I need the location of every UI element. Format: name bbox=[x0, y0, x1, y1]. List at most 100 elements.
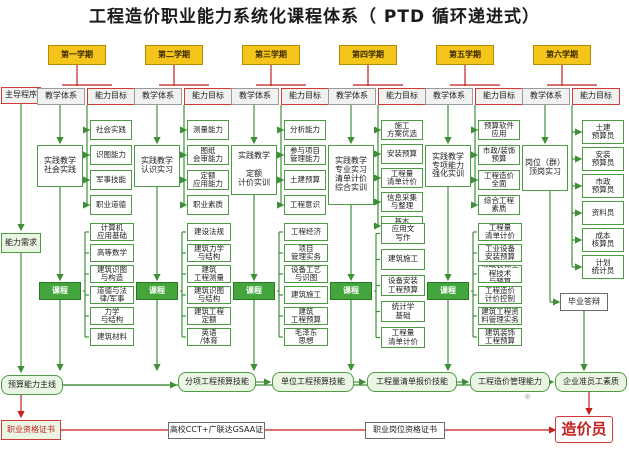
graduation-defense-box: 毕业答辩 bbox=[560, 293, 608, 311]
ability-item-5-1: 预算软件 应用 bbox=[478, 120, 520, 140]
skill-box-5: 企业准员工素质 bbox=[555, 372, 627, 392]
course-item-2-4: 建筑识图 与结构 bbox=[187, 286, 231, 304]
ability-item-3-4: 工程意识 bbox=[284, 195, 326, 215]
semester-6-label: 第六学期 bbox=[533, 45, 591, 65]
teaching-system-header-5: 教学体系 bbox=[425, 88, 473, 105]
semester-1-label: 第一学期 bbox=[48, 45, 106, 65]
ability-item-1-2: 识图能力 bbox=[90, 145, 132, 165]
ability-item-6-2: 安装 预算员 bbox=[582, 147, 624, 171]
ability-item-1-4: 职业道德 bbox=[90, 195, 132, 215]
cert-box-2: 职业岗位资格证书 bbox=[365, 422, 445, 439]
ability-item-2-3: 定额 应用能力 bbox=[187, 170, 229, 190]
course-item-5-6: 建筑装饰 工程预算 bbox=[478, 328, 522, 346]
course-item-3-6: 毛泽东 思想 bbox=[284, 328, 328, 346]
cert-box-1: 高校CCT+广联达GSAA证 bbox=[168, 422, 265, 439]
course-item-4-2: 建筑施工 bbox=[381, 249, 425, 270]
course-item-5-5: 建筑工程资 料管理实务 bbox=[478, 307, 522, 325]
practice-box-6: 岗位（群） 顶岗实习 bbox=[522, 145, 568, 191]
ability-item-6-1: 土建 预算员 bbox=[582, 120, 624, 144]
ability-item-4-4: 信息采集 与整理 bbox=[381, 192, 423, 212]
course-item-2-5: 建筑工程 定额 bbox=[187, 307, 231, 325]
course-item-1-1: 计算机 应用基础 bbox=[90, 223, 134, 241]
practice-box-5: 实践教学 专项能力 强化实训 bbox=[425, 145, 471, 187]
watermark: ⊕ bbox=[524, 392, 531, 401]
teaching-system-header-4: 教学体系 bbox=[328, 88, 376, 105]
course-item-4-4: 统计学 基础 bbox=[381, 301, 425, 322]
ability-goal-header-5: 能力目标 bbox=[475, 88, 523, 105]
ability-item-5-4: 综合工程 素质 bbox=[478, 195, 520, 215]
main-program-box: 主导程序 bbox=[1, 87, 41, 104]
ability-item-2-4: 职业素质 bbox=[187, 195, 229, 215]
semester-4-label: 第四学期 bbox=[339, 45, 397, 65]
course-item-4-1: 应用文 写作 bbox=[381, 223, 425, 244]
course-item-3-4: 建筑施工 bbox=[284, 286, 328, 304]
course-item-5-4: 工程造价 计价控制 bbox=[478, 286, 522, 304]
course-box-4: 课程 bbox=[330, 282, 372, 300]
ability-item-3-2: 参与项目 管理能力 bbox=[284, 145, 326, 165]
course-item-1-4: 道德与法 律/军事 bbox=[90, 286, 134, 304]
course-item-1-3: 建筑识图 与构造 bbox=[90, 265, 134, 283]
semester-5-label: 第五学期 bbox=[436, 45, 494, 65]
course-item-2-1: 建设法规 bbox=[187, 223, 231, 241]
teaching-system-header-3: 教学体系 bbox=[231, 88, 279, 105]
course-box-2: 课程 bbox=[136, 282, 178, 300]
course-item-3-1: 工程经济 bbox=[284, 223, 328, 241]
ability-need-box: 能力需求 bbox=[1, 233, 41, 253]
teaching-system-header-1: 教学体系 bbox=[37, 88, 85, 105]
ability-goal-header-4: 能力目标 bbox=[378, 88, 426, 105]
ability-item-6-3: 市政 预算员 bbox=[582, 174, 624, 198]
course-item-5-2: 工业设备 安装预算 bbox=[478, 244, 522, 262]
semester-2-label: 第二学期 bbox=[145, 45, 203, 65]
skill-box-3: 工程量清单报价技能 bbox=[367, 372, 457, 392]
course-item-1-2: 高等数学 bbox=[90, 244, 134, 262]
ability-item-3-1: 分析能力 bbox=[284, 120, 326, 140]
course-item-4-3: 设备安装 工程预算 bbox=[381, 275, 425, 296]
practice-box-3: 实践教学 定额 计价实训 bbox=[231, 145, 277, 195]
ability-item-4-1: 施工 方案优选 bbox=[381, 120, 423, 140]
course-item-1-6: 建筑材料 bbox=[90, 328, 134, 346]
final-cost-engineer-box: 造价员 bbox=[555, 416, 613, 443]
skill-box-4: 工程造价管理能力 bbox=[470, 372, 550, 392]
course-item-2-3: 建筑 工程测量 bbox=[187, 265, 231, 283]
ability-goal-header-2: 能力目标 bbox=[184, 88, 232, 105]
course-item-3-5: 建筑 工程预算 bbox=[284, 307, 328, 325]
teaching-system-header-2: 教学体系 bbox=[134, 88, 182, 105]
page-title: 工程造价职业能力系统化课程体系（ PTD 循环递进式） bbox=[88, 7, 540, 27]
course-item-2-6: 英语 /体育 bbox=[187, 328, 231, 346]
practice-box-1: 实践教学 社会实践 bbox=[37, 145, 83, 187]
budget-line-box: 预算能力主线 bbox=[1, 375, 63, 395]
course-box-5: 课程 bbox=[427, 282, 469, 300]
skill-box-2: 单位工程预算技能 bbox=[272, 372, 354, 392]
semester-3-label: 第三学期 bbox=[242, 45, 300, 65]
ability-item-3-3: 土建预算 bbox=[284, 170, 326, 190]
course-item-4-5: 工程量 清单计价 bbox=[381, 327, 425, 348]
ability-goal-header-3: 能力目标 bbox=[281, 88, 329, 105]
course-box-1: 课程 bbox=[39, 282, 81, 300]
ability-item-6-5: 成本 核算员 bbox=[582, 228, 624, 252]
course-item-3-3: 设备工艺 与识图 bbox=[284, 265, 328, 283]
qualification-box: 职业资格证书 bbox=[1, 420, 61, 440]
practice-box-2: 实践教学 认识实习 bbox=[134, 145, 180, 187]
ability-item-1-3: 军事技能 bbox=[90, 170, 132, 190]
ability-item-4-3: 工程量 清单计价 bbox=[381, 168, 423, 188]
ability-item-6-4: 资料员 bbox=[582, 201, 624, 225]
ability-goal-header-6: 能力目标 bbox=[572, 88, 620, 105]
course-item-5-1: 工程量 清单计价 bbox=[478, 223, 522, 241]
course-item-1-5: 力学 与结构 bbox=[90, 307, 134, 325]
course-box-3: 课程 bbox=[233, 282, 275, 300]
course-item-5-3: 市政装饰工程技术 与预算 bbox=[478, 265, 522, 283]
course-item-3-2: 项目 管理实务 bbox=[284, 244, 328, 262]
ability-item-5-2: 市政/装饰 预算 bbox=[478, 145, 520, 165]
ability-item-6-6: 计划 统计员 bbox=[582, 255, 624, 279]
course-item-2-2: 建筑力学 与结构 bbox=[187, 244, 231, 262]
ability-item-2-1: 测量能力 bbox=[187, 120, 229, 140]
teaching-system-header-6: 教学体系 bbox=[522, 88, 570, 105]
skill-box-1: 分项工程预算技能 bbox=[178, 372, 256, 392]
ability-item-4-2: 安装预算 bbox=[381, 144, 423, 164]
ability-item-5-3: 工程造价 全面 bbox=[478, 170, 520, 190]
ability-goal-header-1: 能力目标 bbox=[87, 88, 135, 105]
ability-item-2-2: 图纸 会审能力 bbox=[187, 145, 229, 165]
practice-box-4: 实践教学 专业实习 清单计价 综合实训 bbox=[328, 145, 374, 205]
